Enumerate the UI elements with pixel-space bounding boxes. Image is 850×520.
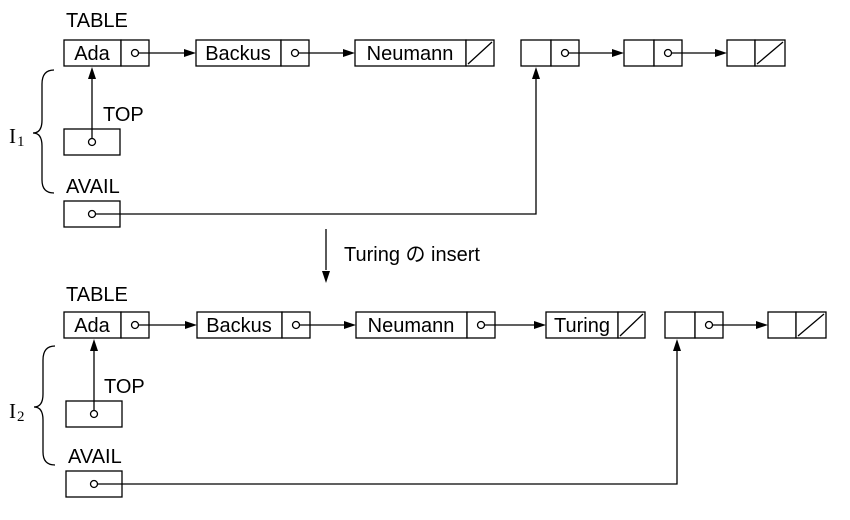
link-arrow bbox=[299, 49, 355, 57]
link-arrow bbox=[672, 49, 727, 57]
node-label: Ada bbox=[74, 43, 110, 65]
free-node-last bbox=[767, 311, 827, 339]
left-brace bbox=[33, 345, 56, 466]
node-ada: Ada bbox=[63, 311, 150, 339]
node-label: Backus bbox=[205, 43, 271, 65]
transition: Turing の insert bbox=[322, 229, 480, 283]
free-node bbox=[664, 311, 724, 339]
top-label: TOP bbox=[103, 104, 144, 126]
null-slash bbox=[756, 41, 784, 65]
null-slash bbox=[467, 41, 493, 65]
pointer-dot bbox=[87, 209, 97, 219]
set-label: I bbox=[9, 399, 16, 423]
pointer-dot bbox=[291, 320, 301, 330]
node-data-cell bbox=[63, 39, 122, 67]
top-label: TOP bbox=[104, 376, 145, 398]
left-brace bbox=[32, 69, 55, 194]
top-arrow bbox=[90, 339, 98, 410]
null-slash bbox=[619, 313, 644, 337]
pointer-dot bbox=[130, 48, 140, 58]
node-neumann: Neumann bbox=[355, 311, 496, 339]
link-arrow bbox=[485, 321, 546, 329]
pointer-dot bbox=[663, 48, 673, 58]
link-arrow bbox=[139, 49, 196, 57]
avail-label: AVAIL bbox=[66, 176, 120, 198]
pointer-dot bbox=[560, 48, 570, 58]
node-backus: Backus bbox=[195, 39, 310, 67]
state-1: TABLE Ada Backus Neumann bbox=[9, 10, 786, 228]
state-2: TABLE Ada Backus Neumann bbox=[9, 284, 827, 498]
node-data-cell bbox=[355, 311, 468, 339]
link-arrow bbox=[300, 321, 356, 329]
free-node-last bbox=[726, 39, 786, 67]
link-arrow bbox=[569, 49, 624, 57]
free-node bbox=[623, 39, 683, 67]
pointer-dot bbox=[87, 137, 97, 147]
pointer-dot bbox=[89, 479, 99, 489]
node-ada: Ada bbox=[63, 39, 150, 67]
null-slash bbox=[797, 313, 825, 337]
node-label: Backus bbox=[206, 315, 272, 337]
avail-arrow bbox=[96, 67, 540, 215]
transition-label: Turing の insert bbox=[344, 244, 480, 266]
node-data-cell bbox=[195, 39, 282, 67]
set-label: I bbox=[9, 124, 16, 148]
avail-label: AVAIL bbox=[68, 446, 122, 468]
pointer-dot bbox=[476, 320, 486, 330]
set-subscript: 2 bbox=[17, 409, 25, 425]
pointer-dot bbox=[290, 48, 300, 58]
avail-arrow bbox=[98, 339, 681, 485]
table-label: TABLE bbox=[66, 10, 128, 32]
node-label: Neumann bbox=[367, 43, 454, 65]
pointer-dot bbox=[89, 409, 99, 419]
node-backus: Backus bbox=[196, 311, 311, 339]
node-label: Turing bbox=[554, 315, 610, 337]
pointer-dot bbox=[704, 320, 714, 330]
top-arrow bbox=[88, 67, 96, 138]
link-arrow bbox=[139, 321, 197, 329]
node-turing: Turing bbox=[545, 311, 646, 339]
node-label: Ada bbox=[74, 315, 110, 337]
link-arrow bbox=[713, 321, 768, 329]
table-label: TABLE bbox=[66, 284, 128, 306]
node-data-cell bbox=[196, 311, 283, 339]
node-label: Neumann bbox=[368, 315, 455, 337]
node-neumann: Neumann bbox=[354, 39, 495, 67]
node-data-cell bbox=[545, 311, 619, 339]
pointer-dot bbox=[130, 320, 140, 330]
set-subscript: 1 bbox=[17, 134, 25, 150]
